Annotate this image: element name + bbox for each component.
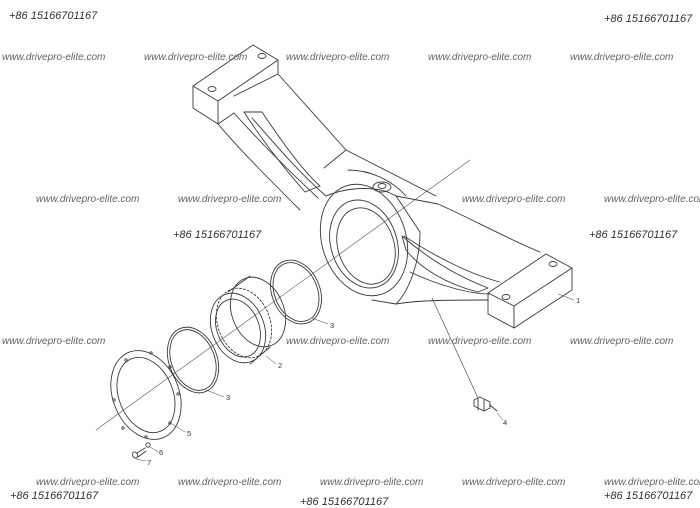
grease-fitting <box>473 396 498 412</box>
right-pad-hole-1 <box>501 294 511 300</box>
watermark-site: www.drivepro-elite.com <box>428 52 532 63</box>
watermark-site: www.drivepro-elite.com <box>570 336 674 347</box>
upper-beam-lower <box>217 123 301 211</box>
retaining-plate <box>110 350 182 440</box>
callout-5: 5 <box>187 429 191 438</box>
watermark-site: www.drivepro-elite.com <box>36 194 140 205</box>
lower-beam-web <box>403 235 501 295</box>
bushing-inner-rim <box>215 298 261 358</box>
watermark-site: www.drivepro-elite.com <box>178 477 282 488</box>
hub-bore-inner <box>336 207 396 285</box>
watermark-site: www.drivepro-elite.com <box>604 477 700 488</box>
watermark-phone: +86 15166701167 <box>10 490 99 502</box>
plate-bolt-holes <box>112 351 180 439</box>
bushing-front-rim <box>209 292 267 364</box>
watermark-site: www.drivepro-elite.com <box>144 52 248 63</box>
axle-housing-body <box>192 44 573 329</box>
watermark-site: www.drivepro-elite.com <box>178 194 282 205</box>
plate-outer <box>110 350 182 440</box>
hub-bore-outer <box>329 199 399 289</box>
hub-outer-ring <box>319 183 409 297</box>
watermark-site: www.drivepro-elite.com <box>462 194 566 205</box>
left-pad-front <box>192 85 219 125</box>
watermark-site: www.drivepro-elite.com <box>286 336 390 347</box>
callout-4: 4 <box>503 418 507 427</box>
fitting-leader-line <box>431 297 479 399</box>
watermark-site: www.drivepro-elite.com <box>462 477 566 488</box>
left-pad-side <box>217 112 235 125</box>
watermark-site: www.drivepro-elite.com <box>320 477 424 488</box>
right-pad-front <box>487 292 515 329</box>
watermark-site: www.drivepro-elite.com <box>604 194 700 205</box>
upper-beam-web <box>233 112 327 199</box>
watermark-phone: +86 15166701167 <box>300 496 389 508</box>
watermark-phone: +86 15166701167 <box>173 229 262 241</box>
callout-2: 2 <box>278 361 282 370</box>
watermark-phone: +86 15166701167 <box>9 10 98 22</box>
callout-leaders <box>135 293 575 462</box>
callout-1: 1 <box>576 296 580 305</box>
bushing-back-rim <box>229 276 287 348</box>
callout-6: 6 <box>159 448 163 457</box>
watermark-site: www.drivepro-elite.com <box>286 52 390 63</box>
watermark-site: www.drivepro-elite.com <box>570 52 674 63</box>
o-ring-upper <box>270 259 322 325</box>
watermark-site: www.drivepro-elite.com <box>2 336 106 347</box>
right-pad-hole-2 <box>548 261 558 267</box>
plate-inner <box>116 357 176 433</box>
lower-beam-bottom <box>395 299 489 305</box>
o-ring-lower <box>166 326 220 394</box>
upper-beam-top <box>233 73 437 197</box>
watermark-phone: +86 15166701167 <box>589 229 678 241</box>
left-pad-hole-2 <box>257 53 267 59</box>
lock-washer <box>145 442 151 448</box>
bushing-sleeve <box>209 275 287 365</box>
assembly-axis-line <box>95 159 471 431</box>
watermark-site: www.drivepro-elite.com <box>36 477 140 488</box>
upper-beam-recess <box>243 111 321 193</box>
watermark-site: www.drivepro-elite.com <box>2 52 106 63</box>
watermark-phone: +86 15166701167 <box>604 13 693 25</box>
callout-3-lower: 3 <box>226 393 230 402</box>
lower-beam-recess <box>401 235 489 293</box>
callout-3-upper: 3 <box>330 321 334 330</box>
watermark-phone: +86 15166701167 <box>604 490 693 502</box>
hub-body-edge <box>325 188 421 305</box>
watermark-site: www.drivepro-elite.com <box>428 336 532 347</box>
right-pad-side <box>513 267 573 329</box>
lower-beam-top <box>395 195 541 253</box>
hub-top-boss <box>372 181 392 193</box>
left-pad-hole-1 <box>207 86 217 92</box>
callout-7: 7 <box>147 458 151 467</box>
bolt <box>131 447 147 459</box>
